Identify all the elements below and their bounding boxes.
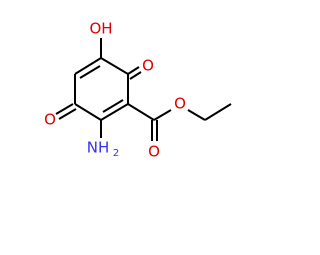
bond-ester-o-ch2 [187,109,206,121]
bond-c6-ketone-b [129,71,142,80]
bond-c1-c6 [100,57,129,75]
bond-c4-c5-inner [102,99,124,113]
bond-c1-c2 [74,57,102,75]
ester-oxygen-label: O [174,95,186,113]
bond-c3-ketone-b [58,108,77,120]
bond-ch2-ch3 [204,103,232,121]
bond-carbonyl-ester-o [153,109,172,121]
bond-c5-carbonyl-c [127,103,155,121]
bond-c3-ketone-a [55,103,74,115]
molecule-structure: OH O O NH 2 O O [44,20,232,161]
bond-c6-ketone-a [127,66,140,75]
bond-c3-c4 [74,103,102,121]
ketone-left-label: O [44,111,56,129]
bond-c4-c5 [100,103,129,121]
bond-c1-c2-inner [79,65,101,79]
structure-canvas: OH O O NH 2 O O [44,20,232,161]
amino-label: NH [87,139,110,157]
amino-subscript: 2 [113,148,119,159]
hydroxyl-label: OH [89,20,112,38]
carbonyl-label: O [148,143,160,161]
ketone-top-label: O [142,57,154,75]
